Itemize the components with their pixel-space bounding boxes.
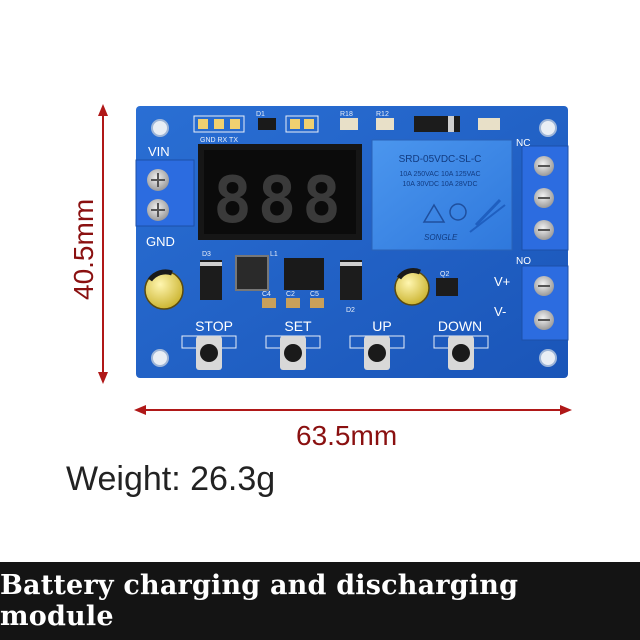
button-label-up: UP [372, 318, 391, 334]
silk-c5: C5 [310, 291, 319, 298]
display-digits: 888 [213, 164, 347, 238]
relay-rating-2: 10A 30VDC 10A 28VDC [402, 181, 477, 188]
button-up[interactable] [349, 335, 405, 370]
mounting-hole [539, 349, 557, 367]
silk-r12: R12 [376, 111, 389, 118]
button-label-stop: STOP [195, 318, 233, 334]
terminal-label-v-plus: V+ [494, 274, 510, 289]
input-terminal-block [135, 159, 195, 227]
silk-r18: R18 [340, 111, 353, 118]
silk-c2: C2 [286, 291, 295, 298]
weight-label: Weight: 26.3g [66, 460, 276, 498]
mounting-hole [539, 119, 557, 137]
header-label: GND RX TX [200, 137, 238, 144]
caption-text: Battery charging and discharging module [0, 570, 519, 632]
width-dimension-line [134, 405, 572, 415]
mounting-hole [151, 349, 169, 367]
terminal-label-gnd: GND [146, 234, 175, 249]
relay-rating-1: 10A 250VAC 10A 125VAC [399, 171, 480, 178]
silk-c4: C4 [262, 291, 271, 298]
battery-terminal-block [521, 265, 569, 341]
seven-segment-display [198, 144, 362, 240]
relay [371, 139, 513, 251]
mounting-hole [151, 119, 169, 137]
terminal-label-v-minus: V- [494, 304, 506, 319]
button-down[interactable] [433, 335, 489, 370]
relay-terminal-block [521, 145, 569, 251]
caption-banner: Battery charging and discharging module [0, 562, 640, 640]
uart-header [193, 115, 319, 133]
button-stop[interactable] [181, 335, 237, 370]
relay-brand: SONGLE [424, 233, 458, 242]
silk-d2: D2 [346, 307, 355, 314]
button-set[interactable] [265, 335, 321, 370]
height-dimension-label: 40.5mm [68, 198, 99, 300]
terminal-label-nc: NC [516, 138, 530, 149]
silk-d3: D3 [202, 251, 211, 258]
silk-l1: L1 [270, 251, 278, 258]
silk-q2: Q2 [440, 271, 449, 278]
silk-d1: D1 [256, 111, 265, 118]
pcb-board [135, 106, 569, 378]
button-label-down: DOWN [438, 318, 482, 334]
relay-model: SRD-05VDC-SL-C [399, 154, 482, 165]
button-label-set: SET [284, 318, 312, 334]
terminal-label-no: NO [516, 256, 531, 267]
width-dimension-label: 63.5mm [296, 420, 398, 451]
height-dimension-line [98, 104, 108, 384]
terminal-label-vin: VIN [148, 144, 170, 159]
